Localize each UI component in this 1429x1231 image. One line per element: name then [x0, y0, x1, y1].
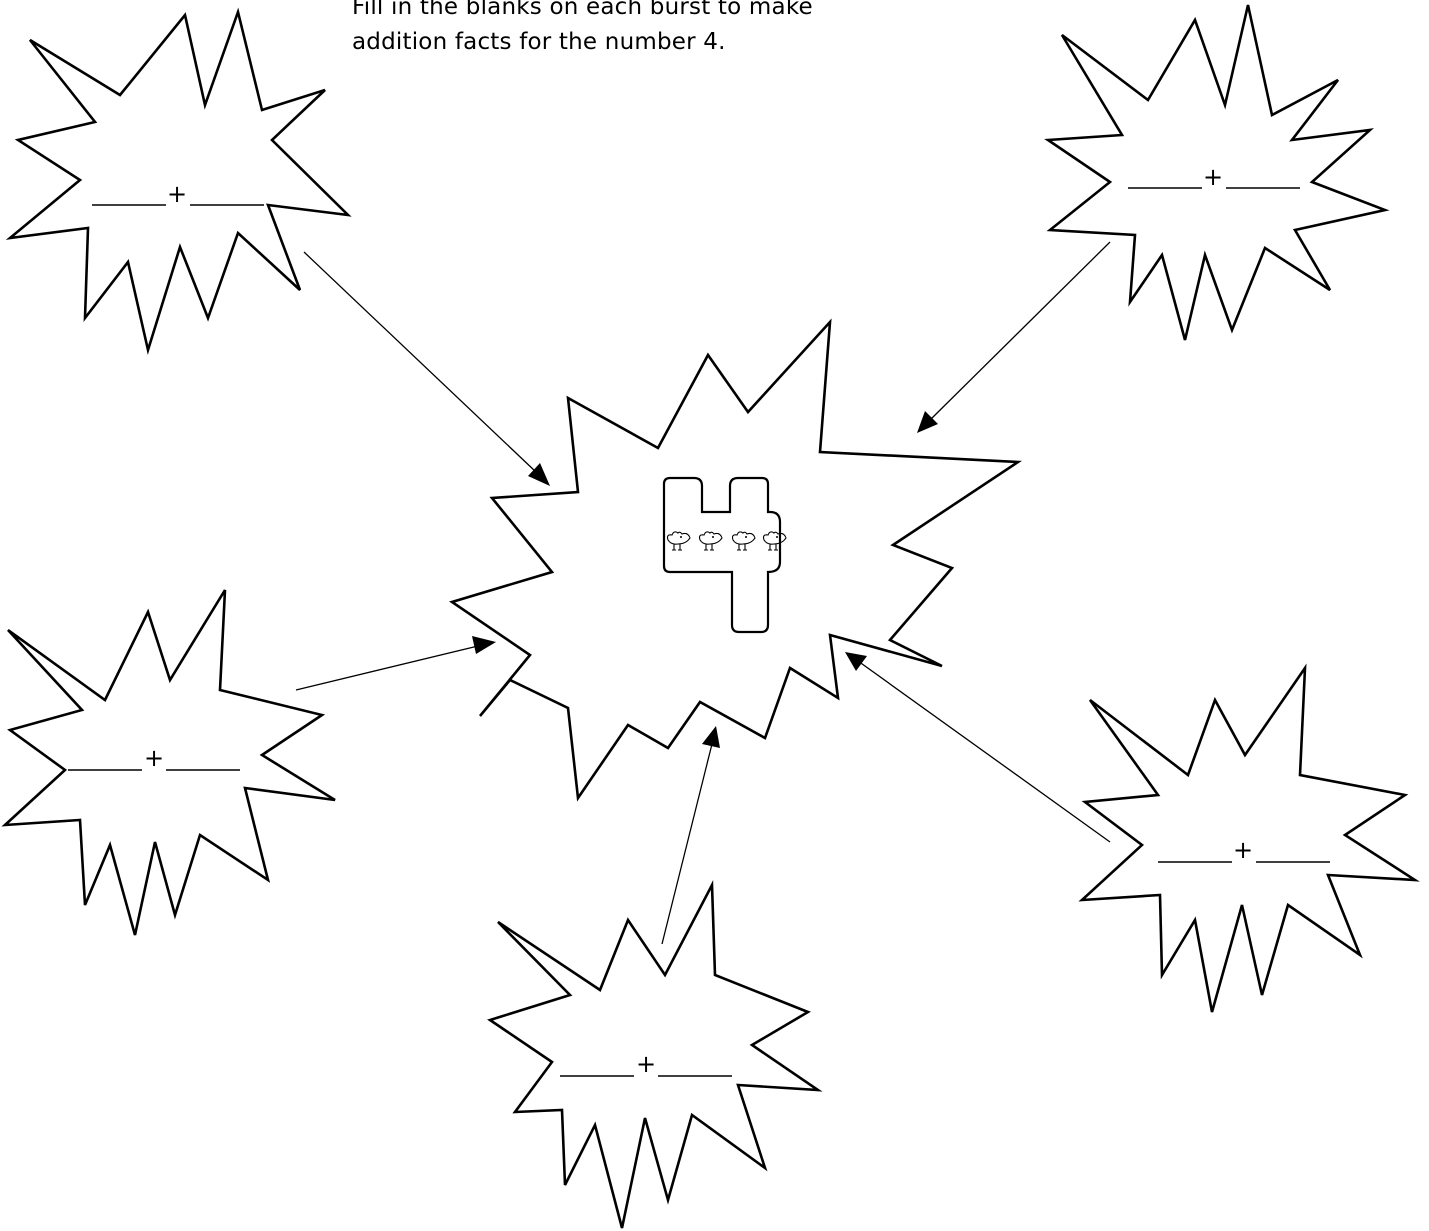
burst-problem-4: +	[1082, 668, 1415, 1012]
burst-problem-5: +	[490, 885, 818, 1228]
plus-sign: +	[636, 1050, 656, 1078]
arrow-middle-left	[296, 636, 496, 690]
plus-sign: +	[167, 180, 187, 208]
plus-sign: +	[1233, 836, 1253, 864]
arrow-top-left	[304, 252, 550, 486]
burst-problem-3: +	[5, 590, 335, 935]
plus-sign: +	[1203, 163, 1223, 191]
arrow-bottom-right	[845, 652, 1110, 842]
burst-problem-1: +	[10, 12, 348, 350]
burst-center: 4	[452, 322, 1018, 798]
burst-problem-2: +	[1048, 5, 1385, 340]
plus-sign: +	[144, 744, 164, 772]
arrow-top-right	[917, 242, 1110, 433]
burst-shape	[5, 590, 335, 935]
